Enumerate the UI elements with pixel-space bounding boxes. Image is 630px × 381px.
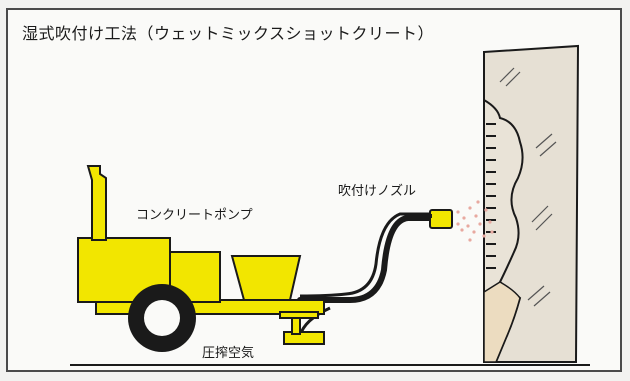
nozzle-label: 吹付けノズル — [338, 184, 417, 199]
nozzle — [418, 209, 453, 229]
shotcrete-layer — [483, 281, 521, 363]
hopper — [230, 255, 302, 301]
spray-particles — [456, 200, 494, 242]
delivery-hose — [297, 215, 435, 304]
compressed-air-label: 圧搾空気 — [202, 346, 255, 361]
concrete-pump — [77, 165, 325, 352]
exhaust-stack — [86, 165, 107, 241]
diagram-title: 湿式吹付け工法（ウェットミックスショットクリート） — [22, 24, 435, 43]
air-hose-upper — [299, 212, 432, 298]
wall-hatching — [499, 67, 557, 307]
pump-label: コンクリートポンプ — [136, 208, 253, 223]
